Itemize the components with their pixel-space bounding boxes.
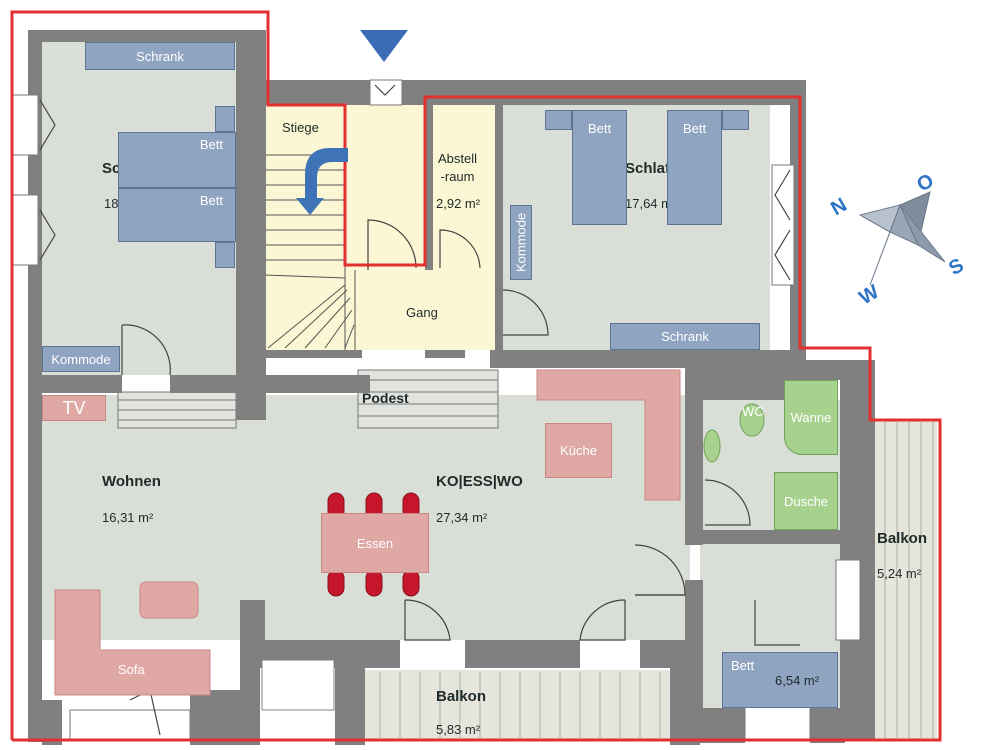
- sofa-shape: [54, 589, 211, 696]
- furniture-bed-1b-label: Bett: [199, 193, 223, 208]
- furniture-bed-3-label: Bett: [731, 658, 755, 673]
- furniture-bed-1a-label: Bett: [199, 137, 223, 152]
- bathtub: Wanne: [784, 380, 838, 455]
- room-area-balkon-bottom: 5,83 m²: [436, 722, 481, 737]
- room-area-balkon-right: 5,24 m²: [877, 566, 922, 581]
- kitchen-counter: [536, 369, 681, 501]
- room-name-stiege: Stiege: [282, 120, 319, 135]
- room-area-abstell: 2,92 m²: [436, 196, 481, 211]
- room-area-wohnen: 16,31 m²: [102, 510, 154, 525]
- dining-table: Essen: [321, 513, 429, 573]
- shower: Dusche: [774, 472, 838, 530]
- furniture-sofa-label: Sofa: [118, 662, 145, 677]
- sink-shape: [703, 429, 721, 463]
- furniture-bed-3: Bett: [722, 652, 838, 708]
- furniture-kommode-1: Kommode: [42, 346, 120, 372]
- furniture-schrank-2: Schrank: [610, 323, 760, 350]
- room-area-small-room: 6,54 m²: [775, 673, 820, 688]
- pillow: [722, 110, 749, 130]
- furniture-kueche: Küche: [545, 423, 612, 478]
- tv: TV: [42, 395, 106, 421]
- room-name-balkon-right: Balkon: [877, 530, 928, 547]
- pillow: [215, 242, 235, 268]
- room-area-schlafen2: 17,64 m²: [625, 196, 677, 211]
- furniture-bed-1a: Bett: [118, 132, 236, 188]
- furniture-bed-2b: Bett: [667, 110, 722, 225]
- furniture-bed-2a-label: Bett: [587, 121, 612, 136]
- room-name-abstell: Abstell -raum: [438, 151, 478, 184]
- stair-arrow-icon: [296, 148, 348, 215]
- compass-icon: [858, 191, 946, 286]
- room-area-koesswo: 27,34 m²: [436, 510, 488, 525]
- room-name-wohnen: Wohnen: [102, 473, 161, 490]
- furniture-wc-label: WC: [742, 404, 764, 419]
- room-name-podest: Podest: [362, 390, 409, 406]
- armchair: [139, 581, 199, 619]
- room-name-gang: Gang: [406, 305, 438, 320]
- pillow: [545, 110, 572, 130]
- furniture-kommode-2: Kommode: [510, 205, 532, 280]
- furniture-bed-1b: Bett: [118, 188, 236, 242]
- entrance-marker-icon: [360, 30, 408, 62]
- room-name-koesswo: KO|ESS|WO: [436, 473, 523, 490]
- furniture-bed-2a: Bett: [572, 110, 627, 225]
- pillow: [215, 106, 235, 132]
- room-name-balkon-bottom: Balkon: [436, 688, 487, 705]
- furniture-schrank-1: Schrank: [85, 42, 235, 70]
- furniture-bed-2b-label: Bett: [682, 121, 707, 136]
- toilet-shape: [739, 403, 765, 437]
